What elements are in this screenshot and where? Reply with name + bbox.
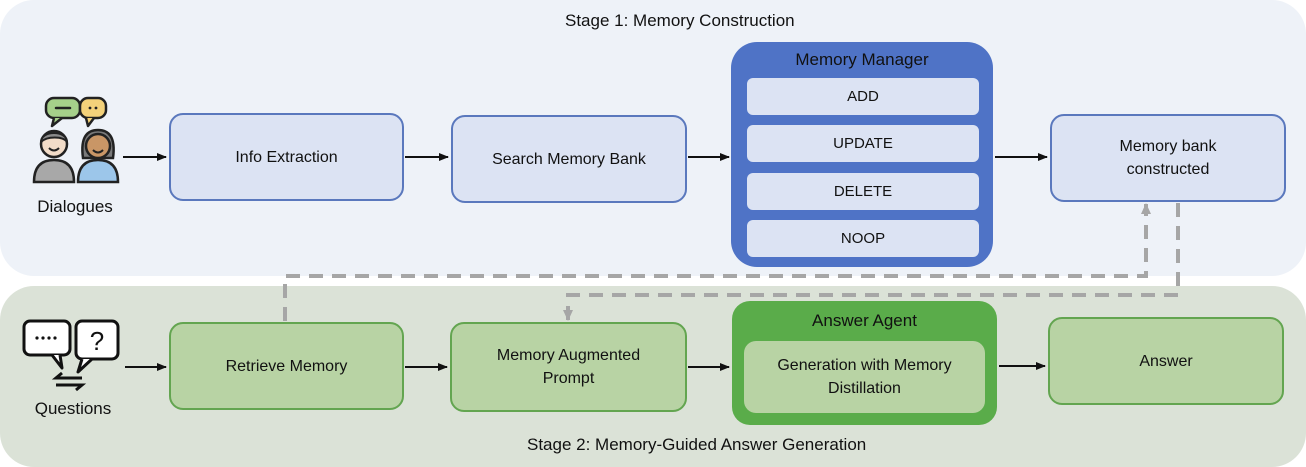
stage-2-title: Stage 2: Memory-Guided Answer Generation <box>527 435 867 454</box>
operation-noop: NOOP <box>747 220 979 257</box>
dialogue-people-icon <box>30 96 122 186</box>
dialogues-label: Dialogues <box>37 197 113 216</box>
search-memory-bank-box: Search Memory Bank <box>451 115 687 203</box>
operation-update: UPDATE <box>747 125 979 162</box>
answer-box: Answer <box>1048 317 1284 405</box>
memory-bank-constructed-box: Memory bank constructed <box>1050 114 1286 202</box>
stage-1-title: Stage 1: Memory Construction <box>565 11 795 30</box>
questions-label: Questions <box>34 399 112 418</box>
memory-manager: Memory Manager ADD UPDATE DELETE NOOP <box>731 42 993 267</box>
operation-delete: DELETE <box>747 173 979 210</box>
memory-manager-title: Memory Manager <box>795 50 929 69</box>
dashed-retrieve-to-bank <box>283 203 1151 321</box>
memory-augmented-prompt-box: Memory Augmented Prompt <box>450 322 687 412</box>
question-bubbles-icon: ? <box>22 318 124 392</box>
generation-with-memory-distillation-box: Generation with Memory Distillation <box>744 341 985 413</box>
info-extraction-box: Info Extraction <box>169 113 404 201</box>
answer-agent-title: Answer Agent <box>812 311 917 330</box>
retrieve-memory-box: Retrieve Memory <box>169 322 404 410</box>
operation-add: ADD <box>747 78 979 115</box>
svg-text:?: ? <box>90 326 104 356</box>
answer-agent: Answer Agent Generation with Memory Dist… <box>732 301 997 425</box>
dashed-bank-to-prompt <box>563 203 1180 321</box>
